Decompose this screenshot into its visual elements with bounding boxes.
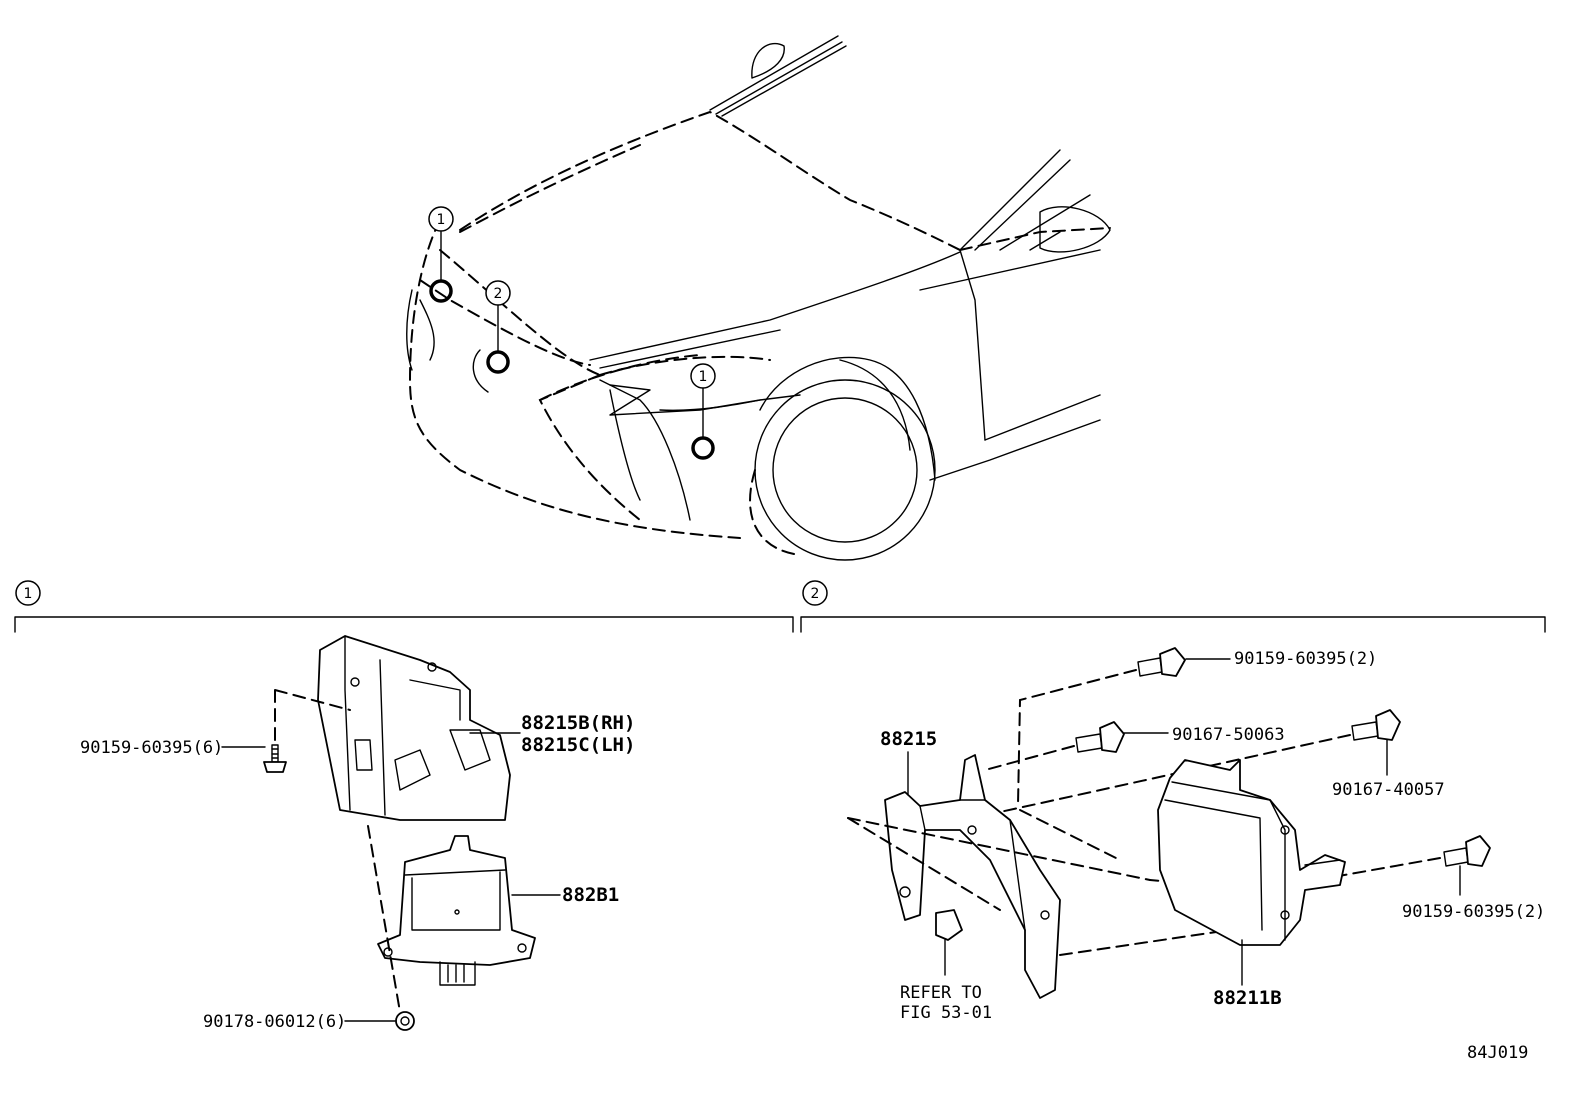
- callout-1-right-label: 1: [699, 369, 708, 385]
- callout-2-label: 2: [494, 286, 503, 302]
- section-1-bracket-line: [14, 616, 794, 633]
- label-90167-40057: 90167-40057: [1332, 780, 1445, 800]
- bolt-90167-40057: [1351, 709, 1401, 741]
- location-ring-1-right: [691, 436, 715, 460]
- clip-part: [935, 909, 963, 941]
- label-90167-50063: 90167-50063: [1172, 725, 1285, 745]
- section-2-marker: 2: [811, 586, 820, 602]
- section-2-exploded-view: 90159-60395(2) 90167-50063 90167-40057 9…: [847, 647, 1545, 1023]
- section-2-bracket-line: [800, 616, 1546, 633]
- section-1-marker: 1: [24, 586, 33, 602]
- location-ring-1-left: [429, 279, 453, 303]
- sensor-882b1-shape: [377, 835, 536, 966]
- nut-90178-06012: [395, 1011, 415, 1031]
- bracket-88215b-shape: [317, 635, 511, 821]
- bolt-90159-60395-top: [1137, 647, 1186, 677]
- bolt-90159-60395-left: [263, 744, 287, 773]
- bracket-88215-shape: [884, 754, 1061, 999]
- label-90159-60395-6: 90159-60395(6): [80, 738, 223, 758]
- sensor-88211b-shape: [1157, 759, 1346, 946]
- car-front-illustration: 1 2 1: [406, 35, 1111, 561]
- label-90159-60395-2-top: 90159-60395(2): [1234, 649, 1377, 669]
- label-fig-53-01: FIG 53-01: [900, 1003, 992, 1023]
- label-88215c-lh: 88215C(LH): [521, 734, 635, 756]
- label-90178-06012-6: 90178-06012(6): [203, 1012, 346, 1032]
- label-882b1: 882B1: [562, 884, 619, 906]
- bolt-90167-50063: [1075, 721, 1125, 753]
- label-88215b-rh: 88215B(RH): [521, 712, 635, 734]
- section-1-exploded-view: 90159-60395(6) 88215B(RH) 88215C(LH) 882…: [80, 635, 635, 1032]
- label-refer-to: REFER TO: [900, 983, 982, 1003]
- label-90159-60395-2-right: 90159-60395(2): [1402, 902, 1545, 922]
- label-88211b: 88211B: [1213, 987, 1282, 1009]
- location-ring-2: [486, 350, 510, 374]
- callout-1-left: [428, 206, 454, 232]
- callout-1-right: [690, 363, 716, 389]
- bolt-90159-60395-right: [1443, 835, 1491, 867]
- section-1-header: 1: [14, 580, 794, 633]
- label-88215: 88215: [880, 728, 937, 750]
- callout-1-left-label: 1: [437, 212, 446, 228]
- figure-code: 84J019: [1467, 1043, 1528, 1063]
- callout-2: [485, 280, 511, 306]
- section-2-header: 2: [800, 580, 1546, 633]
